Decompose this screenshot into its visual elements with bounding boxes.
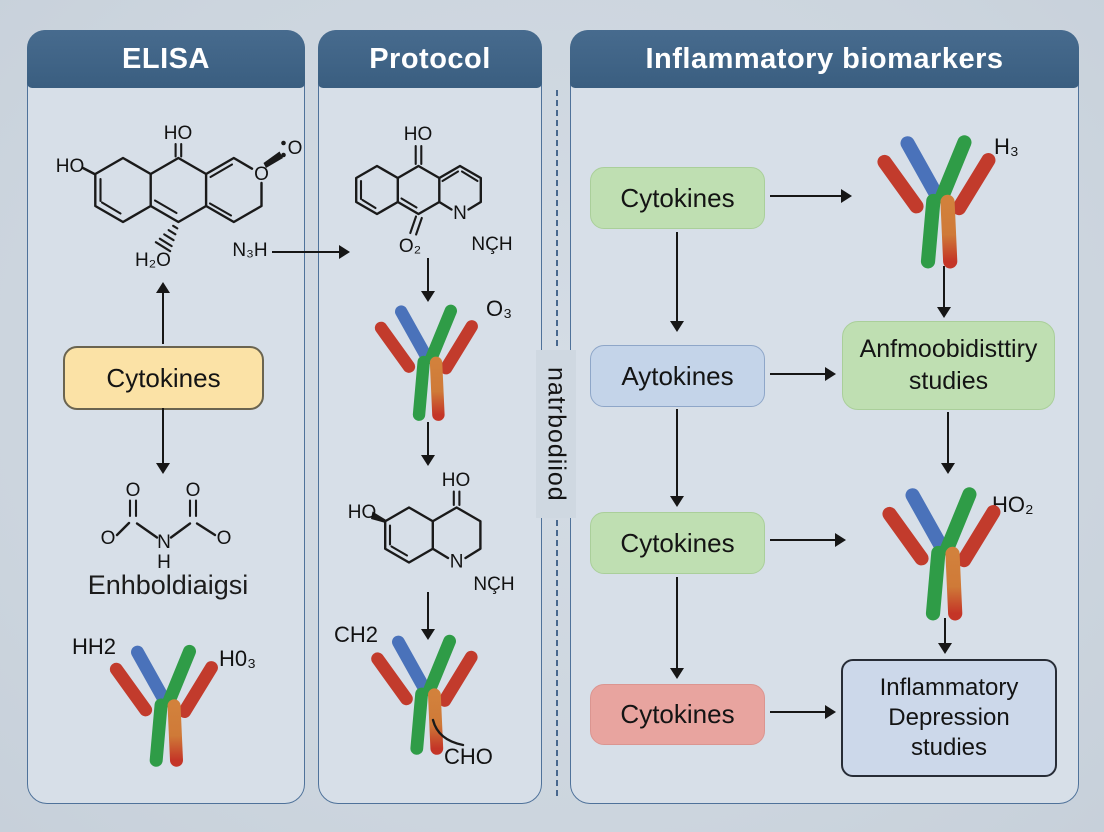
protocol-antibody2-cho-label: CHO: [444, 744, 493, 769]
protocol-mid-ho-left-label: HO: [348, 502, 377, 523]
protocol-mid-nch-label: NÇH: [473, 574, 514, 595]
biomarkers-row3-cytokines-box: Cytokines: [590, 512, 765, 574]
arrow-antibody1-to-molecule-mid: [420, 422, 436, 466]
arrow-studies-to-antibody2: [940, 412, 956, 474]
arrow-row2-to-row3: [669, 409, 685, 507]
protocol-mid-n-label: N: [450, 552, 464, 573]
protocol-antibody2-ch2-label: CH2: [334, 622, 379, 647]
imide-h-label: H: [157, 552, 171, 573]
elisa-molecule-structure: HO HO O O H₂O N₃H: [56, 123, 303, 271]
final-box-line1: Inflammatory: [879, 674, 1019, 701]
elisa-mol-h2o-label: H₂O: [135, 250, 171, 271]
arrow-row3-box-to-antibody: [770, 532, 846, 548]
arrow-antibody2-to-final: [937, 618, 953, 654]
arrow-molecule-mid-to-antibody2: [420, 592, 436, 640]
biomarkers-row2-box-label: Aytokines: [621, 360, 734, 391]
protocol-top-ho-label: HO: [404, 124, 433, 145]
elisa-mol-radical-o-label: O: [288, 138, 303, 159]
elisa-mol-ring-o-label: O: [254, 164, 269, 185]
panel-elisa-header: ELISA: [27, 30, 305, 88]
biomarkers-studies-box: Anfmoobidisttiry studies: [842, 321, 1055, 410]
biomarkers-row3-box-label: Cytokines: [620, 527, 735, 558]
elisa-antibody-right-label: H0₃: [219, 646, 257, 671]
protocol-molecule-mid: HO HO N NÇH: [348, 470, 515, 595]
panel-protocol-header: Protocol: [318, 30, 542, 88]
imide-o-right-label: O: [217, 528, 232, 549]
elisa-mol-ho-top-label: HO: [164, 123, 193, 144]
panel-biomarkers-title: Inflammatory biomarkers: [645, 42, 1004, 75]
biomarkers-row4-cytokines-box: Cytokines: [590, 684, 765, 745]
biomarkers-row2-aytokines-box: Aytokines: [590, 345, 765, 407]
protocol-antibody-2: [358, 630, 490, 758]
elisa-antibody: [96, 640, 231, 770]
elisa-cytokines-box-label: Cytokines: [106, 362, 221, 393]
biomarkers-row4-box-label: Cytokines: [620, 699, 735, 729]
arrow-row3-to-row4: [669, 577, 685, 679]
protocol-top-o2-label: O₂: [399, 236, 421, 257]
arrow-row2-box-to-studies: [770, 366, 836, 382]
arrow-row1-to-row2: [669, 232, 685, 332]
elisa-imide-caption: Enhboldiaigsi: [87, 570, 249, 600]
arrow-antibody1-to-studies: [936, 266, 952, 318]
protocol-antibody1-label: O₃: [486, 296, 513, 321]
imide-o-top-right-label: O: [186, 480, 201, 501]
protocol-antibody-1: [362, 300, 490, 424]
panel-elisa: ELISA: [27, 30, 305, 804]
panel-protocol-title: Protocol: [369, 42, 491, 75]
panel-elisa-title: ELISA: [122, 42, 210, 75]
arrow-cytokines-to-molecule-up: [155, 282, 171, 344]
biomarkers-antibody-2: [866, 482, 1016, 624]
arrow-row1-box-to-antibody: [770, 188, 852, 204]
protocol-mid-ho-top-label: HO: [442, 470, 471, 491]
protocol-cho-pointer-line: [431, 718, 465, 747]
studies-box-line2: studies: [908, 366, 989, 395]
arrow-elisa-to-protocol: [272, 244, 350, 260]
elisa-cytokines-box: Cytokines: [63, 346, 264, 410]
biomarkers-antibody1-label: H₃: [994, 134, 1019, 159]
elisa-antibody-left-label: HH2: [72, 634, 117, 659]
arrow-cytokines-to-imide-down: [155, 408, 171, 474]
protocol-top-n-label: N: [453, 203, 467, 224]
arrow-protocol-molecule-to-antibody1: [420, 258, 436, 302]
studies-box-line1: Anfmoobidisttiry: [859, 335, 1038, 364]
final-box-line2: Depression: [888, 704, 1010, 731]
biomarkers-row1-cytokines-box: Cytokines: [590, 167, 765, 229]
imide-o-left-label: O: [101, 528, 116, 549]
imide-n-label: N: [157, 532, 171, 553]
biomarkers-final-box: Inflammatory Depression studies: [841, 659, 1057, 777]
arrow-row4-box-to-final: [770, 704, 836, 720]
elisa-imide-structure: O O O O N H: [101, 480, 232, 573]
final-box-line3: studies: [910, 734, 988, 761]
elisa-mol-n3h-label: N₃H: [232, 240, 267, 261]
protocol-molecule-top: HO N O₂ NÇH: [355, 124, 513, 257]
biomarkers-antibody-1: [862, 130, 1010, 272]
imide-o-top-left-label: O: [126, 480, 141, 501]
protocol-top-nch-label: NÇH: [471, 234, 512, 255]
panel-biomarkers-header: Inflammatory biomarkers: [570, 30, 1079, 88]
separator-vertical-text: natrbodiiod: [536, 350, 576, 518]
biomarkers-row1-box-label: Cytokines: [620, 182, 735, 213]
elisa-mol-ho-left-label: HO: [56, 156, 85, 177]
